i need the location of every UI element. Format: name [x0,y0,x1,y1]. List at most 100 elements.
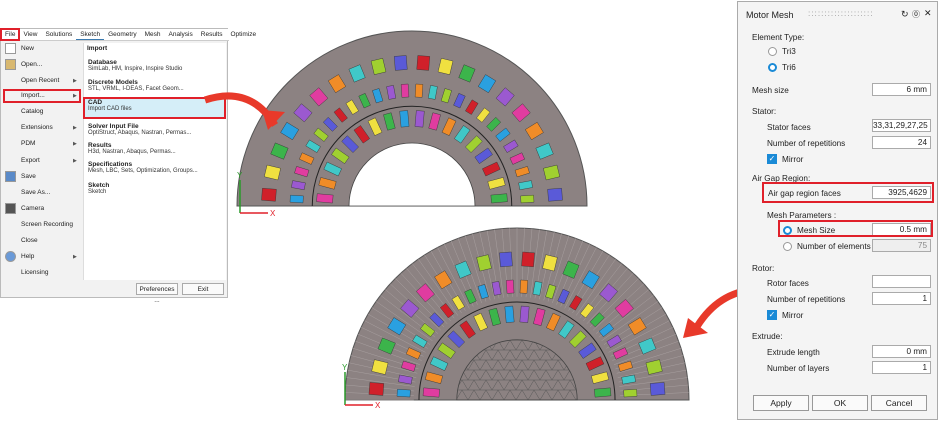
magnet-slot [518,180,533,191]
submenu-arrow-icon: ▶ [73,125,77,131]
airgap-label: Air Gap Region: [752,174,811,183]
reset-icon[interactable]: ↻ [901,9,909,19]
stator-mirror-checkbox[interactable]: ✓ [767,154,777,164]
magnet-slot [614,299,634,318]
tri3-radio[interactable] [768,47,777,56]
menu-item-pdm[interactable]: PDM [21,140,36,147]
mesh-line [364,320,426,353]
magnet-slot [294,166,310,178]
rotor-faces-input[interactable] [872,275,931,288]
rotor-slot [454,125,471,144]
rotor-slot [465,135,483,153]
arrow-head-2 [683,318,708,338]
magnet-slot [520,194,535,204]
airgap-faces-input[interactable]: 3925,4629 [872,186,931,199]
preferences-button[interactable]: Preferences ... [136,283,178,304]
mesh-line [346,377,415,387]
mesh-params-label: Mesh Parameters : [767,211,837,220]
menu-item-save[interactable]: Save [21,173,36,180]
mesh-size-radio[interactable] [783,226,792,235]
element-type-label: Element Type: [752,33,805,42]
rotor-slot [447,330,465,348]
magnet-slot [627,317,647,336]
tri6-radio[interactable] [768,63,777,72]
stator-reps-input[interactable]: 24 [872,136,931,149]
tab-file[interactable]: File [0,28,21,41]
close-icon[interactable]: ✕ [924,8,932,18]
tab-mesh[interactable]: Mesh [144,31,161,38]
ok-button[interactable]: OK [812,395,868,411]
menu-item-close[interactable]: Close [21,237,38,244]
submenu-arrow-icon: ▶ [73,254,77,260]
folder-icon [5,59,16,70]
stator-faces-input[interactable]: 33,31,29,27,25 [872,119,931,132]
mesh-line [601,301,659,342]
num-elements-radio[interactable] [783,242,792,251]
magnet-slot [401,360,417,372]
mesh-size-input[interactable]: 6 mm [872,83,931,96]
tab-geometry[interactable]: Geometry [108,31,137,38]
axis-x-label: X [270,209,276,218]
menu-item-open-recent[interactable]: Open Recent [21,77,60,84]
tab-results[interactable]: Results [200,31,223,38]
tab-solutions[interactable]: Solutions [45,31,73,38]
menu-item-save-as[interactable]: Save As... [21,189,51,196]
rotor-slot [487,177,506,190]
air-gap [311,105,513,207]
menu-item-help[interactable]: Help [21,253,35,260]
menu-item-camera[interactable]: Camera [21,205,45,212]
rotor-slot [459,320,476,339]
magnet-slot [464,288,477,305]
magnet-slot [545,284,557,300]
help-icon[interactable]: ⓪ [912,10,920,19]
rotor-mirror-checkbox[interactable]: ✓ [767,310,777,320]
num-elements-input[interactable]: 75 [872,239,931,252]
apply-button[interactable]: Apply [753,395,809,411]
tri6-label: Tri6 [782,63,796,72]
airgap-faces-label: Air gap region faces [768,189,841,198]
menu-item-open[interactable]: Open... [21,61,43,68]
rotor-reps-input[interactable]: 1 [872,292,931,305]
menu-item-catalog[interactable]: Catalog [21,108,44,115]
menu-item-extensions[interactable]: Extensions [21,124,53,131]
magnet-slot [598,322,614,338]
menu-item-licensing[interactable]: Licensing [21,269,49,276]
magnet-slot [429,312,445,328]
stator-label: Stator: [752,107,777,116]
magnet-slot [412,334,428,348]
mesh-size-highlight [778,220,933,237]
tab-analysis[interactable]: Analysis [168,31,193,38]
option-title: Sketch [88,182,110,189]
new-file-icon [5,43,16,54]
rotor-label: Rotor: [752,264,775,273]
magnet-slot [589,312,605,328]
tab-sketch[interactable]: Sketch [76,29,105,40]
menu-item-screen-recording[interactable]: Screen Recording [21,221,74,228]
magnet-slot [299,152,315,165]
drag-handle[interactable]: :::::::::::::::::::: [808,9,874,18]
menu-item-import[interactable]: Import... [21,92,45,99]
magnet-slot [569,295,583,311]
option-title: Results [88,142,112,149]
exit-button[interactable]: Exit [182,283,224,295]
cancel-button[interactable]: Cancel [871,395,927,411]
layers-label: Number of layers [767,364,830,373]
extrude-length-input[interactable]: 0 mm [872,345,931,358]
rotor-slot [353,125,370,144]
layers-input[interactable]: 1 [872,361,931,374]
rotor-slot [316,193,334,204]
arrow-head-1 [262,110,285,130]
menu-item-new[interactable]: New [21,45,35,52]
tab-view[interactable]: View [23,31,38,38]
tab-optimize[interactable]: Optimize [230,31,257,38]
menu-item-export[interactable]: Export [21,157,40,164]
rotor-slot [473,312,488,332]
